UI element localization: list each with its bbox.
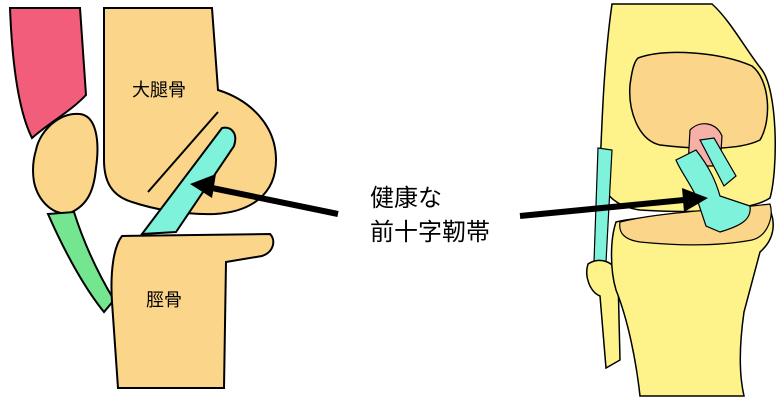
caption-line1: 健康な	[370, 184, 442, 212]
tibia-label: 脛骨	[146, 290, 182, 311]
femur-label: 大腿骨	[132, 80, 186, 101]
tibia	[111, 234, 273, 388]
caption-line2: 前十字靭帯	[370, 218, 490, 246]
side-view-knee: 大腿骨 脛骨	[10, 8, 276, 388]
patellar-tendon	[48, 212, 114, 312]
